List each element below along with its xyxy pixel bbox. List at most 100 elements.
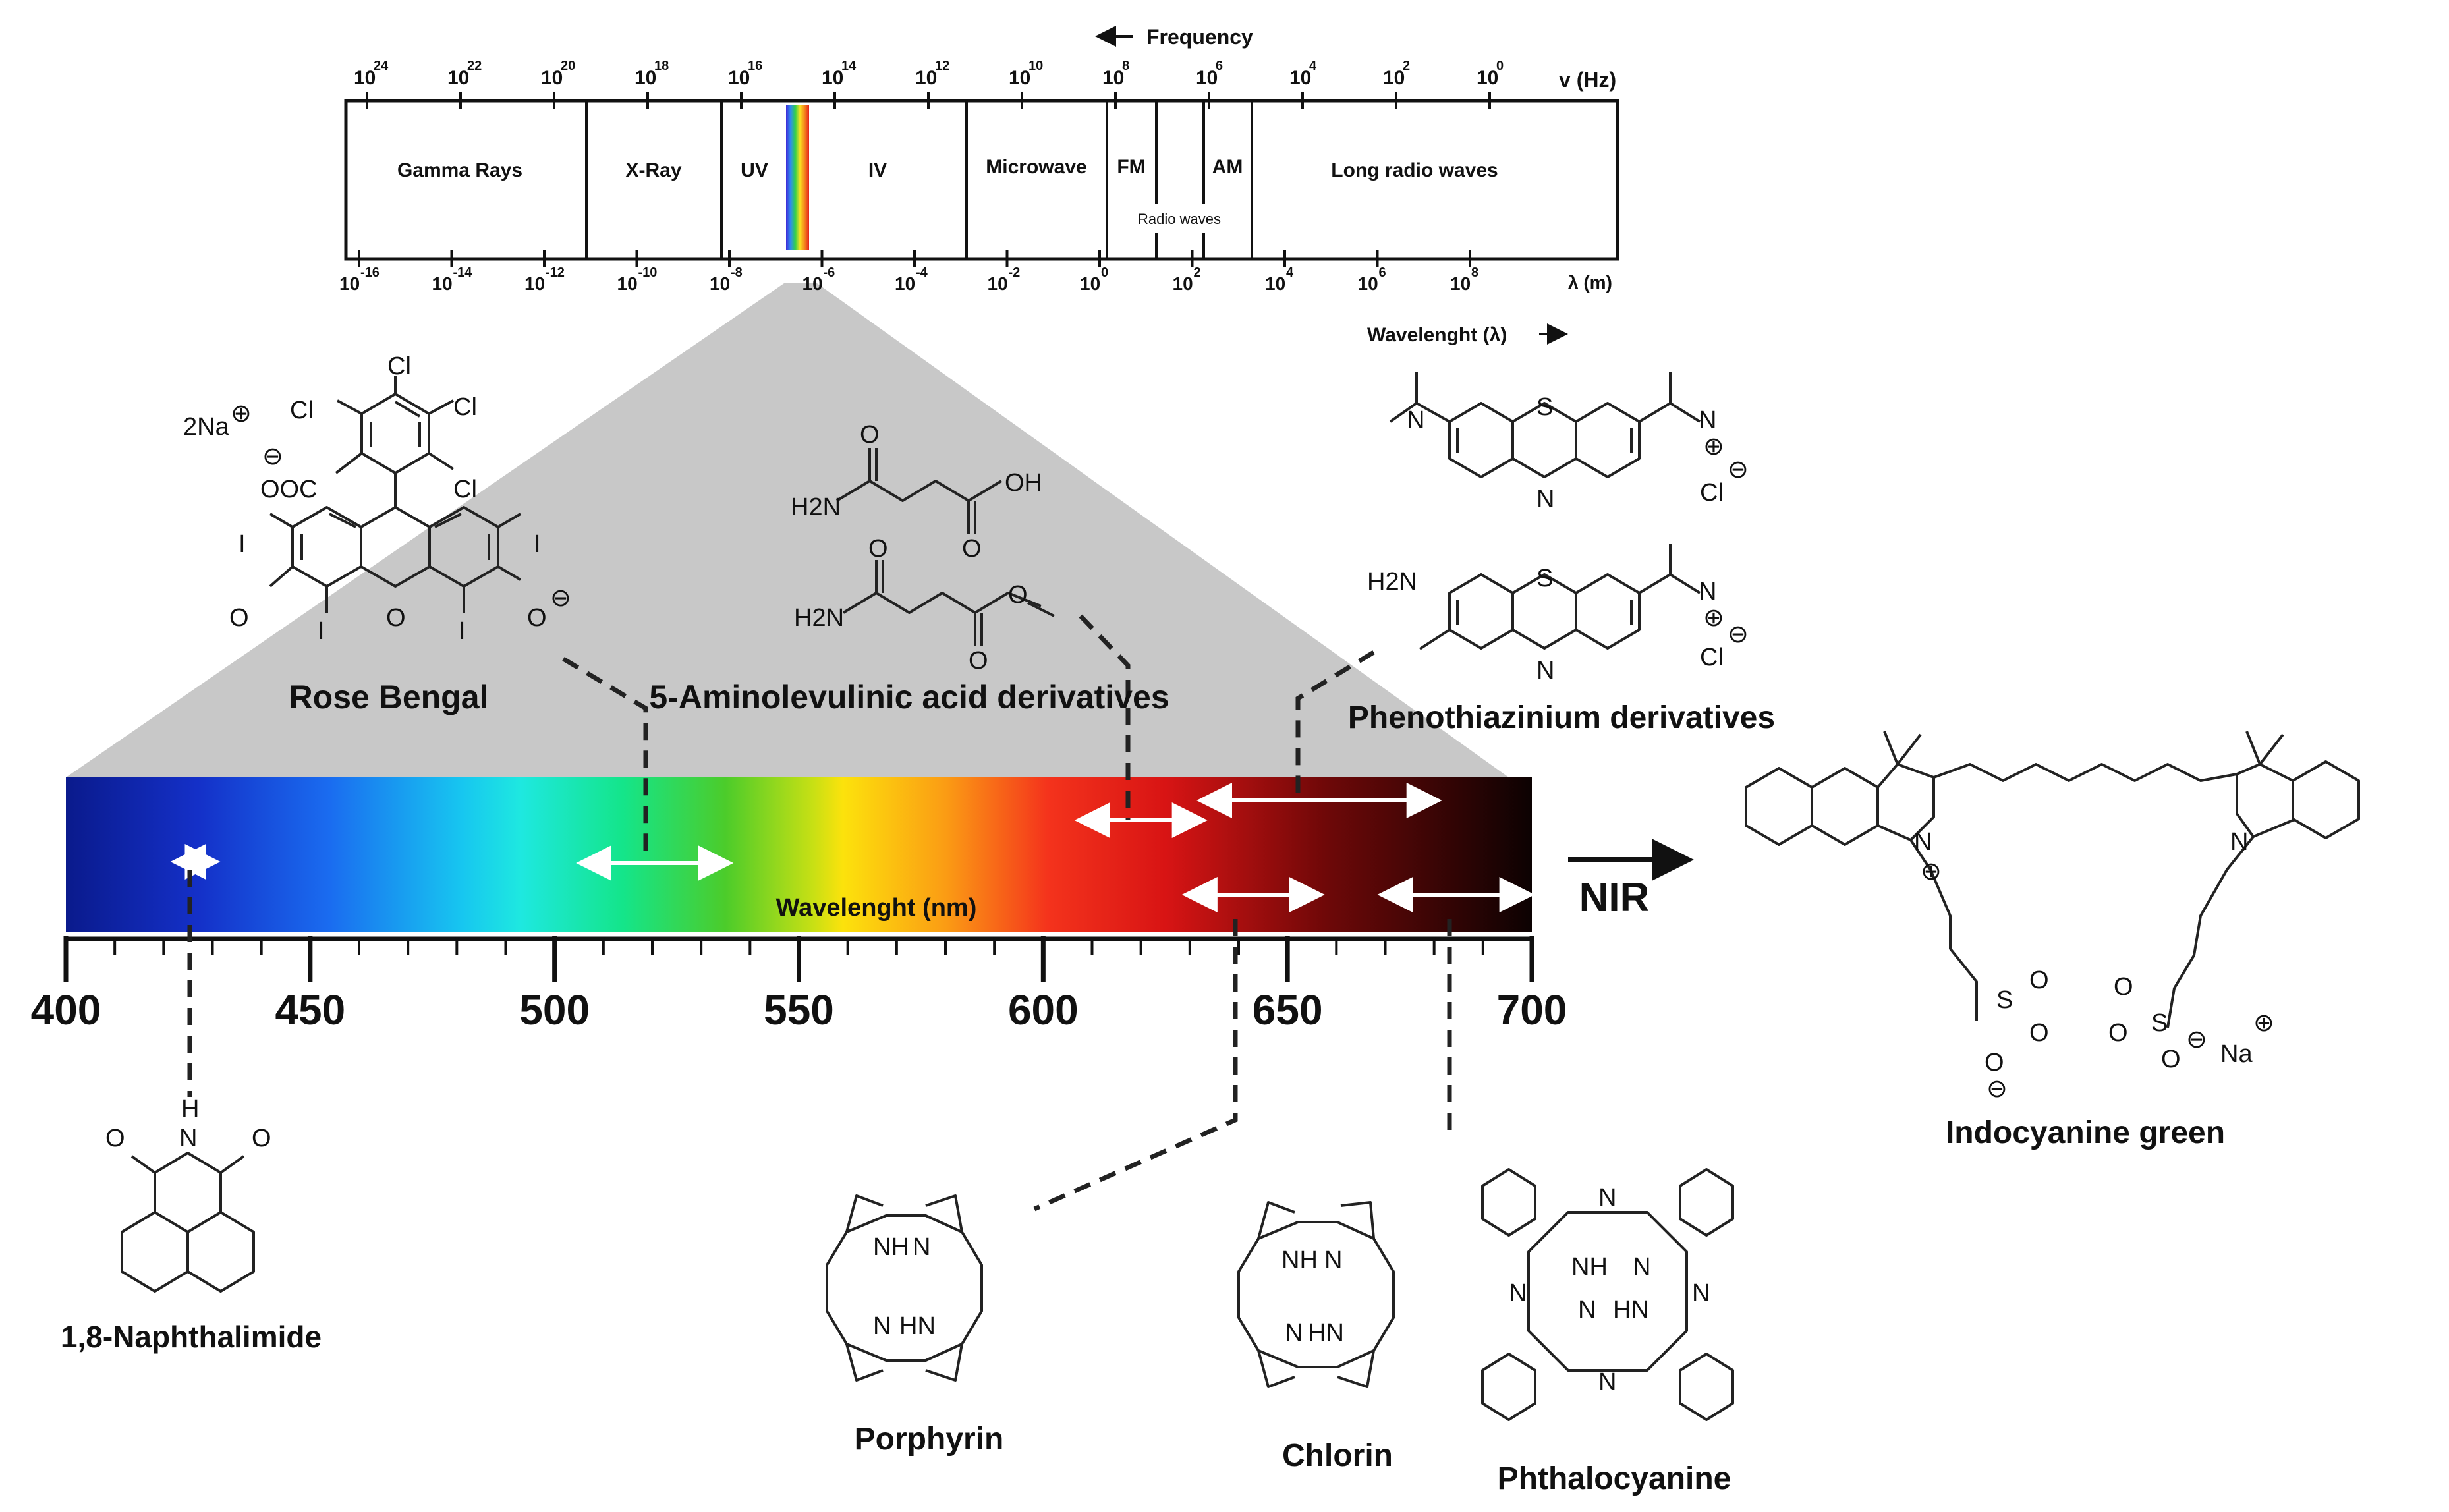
wavelength-tick-exponent: 0 <box>1101 266 1108 280</box>
nm-axis <box>63 936 1534 982</box>
svg-text:Cl: Cl <box>387 352 411 380</box>
svg-text:O: O <box>962 535 982 563</box>
svg-text:Cl: Cl <box>453 393 477 421</box>
svg-text:O: O <box>1985 1049 2004 1077</box>
svg-text:NIR: NIR <box>1579 875 1650 920</box>
visible-light-band <box>786 105 809 250</box>
wavelength-tick-label: 10 <box>524 273 545 294</box>
svg-text:N: N <box>873 1312 891 1340</box>
svg-text:O: O <box>860 421 880 449</box>
leader-lines <box>187 614 1452 1212</box>
svg-text:Frequency: Frequency <box>1146 25 1253 49</box>
region-am: AM <box>1212 156 1243 178</box>
phenothiazinium-1: S N N N ⊕ Cl ⊖ <box>1389 372 1749 513</box>
region-xray: X-Ray <box>625 159 681 181</box>
svg-text:O: O <box>868 535 888 563</box>
frequency-tick-label: 10 <box>541 67 563 89</box>
wavelength-tick-exponent: 8 <box>1471 266 1478 280</box>
svg-text:N: N <box>179 1125 197 1152</box>
svg-text:Na: Na <box>2220 1040 2253 1068</box>
frequency-unit: v (Hz) <box>1559 68 1616 92</box>
svg-text:H2N: H2N <box>1367 568 1417 596</box>
svg-text:N: N <box>1324 1246 1342 1274</box>
frequency-tick-label: 10 <box>1383 67 1405 89</box>
svg-text:O: O <box>527 604 547 632</box>
svg-text:⊕: ⊕ <box>231 400 252 428</box>
wavelength-tick-label: 10 <box>710 273 730 294</box>
svg-text:⊖: ⊖ <box>262 443 283 470</box>
svg-text:S: S <box>2151 1009 2168 1037</box>
frequency-tick-label: 10 <box>1102 67 1124 89</box>
svg-text:N: N <box>1509 1279 1527 1307</box>
svg-text:⊕: ⊕ <box>2253 1009 2274 1037</box>
svg-text:HN: HN <box>899 1312 936 1340</box>
wavelength-tick-exponent: 6 <box>1379 266 1386 280</box>
frequency-tick-exponent: 16 <box>748 59 762 73</box>
wavelength-tick-label: 10 <box>339 273 360 294</box>
porphyrin-structure: NH N N HN Porphyrin <box>826 1194 1003 1457</box>
svg-text:N: N <box>913 1233 930 1261</box>
svg-text:O: O <box>105 1125 125 1152</box>
region-long-radio: Long radio waves <box>1331 159 1498 181</box>
label-rose-bengal: Rose Bengal <box>289 679 489 715</box>
svg-text:O: O <box>252 1125 271 1152</box>
wavelength-tick-exponent: -12 <box>546 266 565 280</box>
svg-text:O: O <box>2029 966 2049 994</box>
label-ala: 5-Aminolevulinic acid derivatives <box>649 679 1169 715</box>
em-spectrum-panel: Frequency v (Hz) 10241022102010181016101… <box>339 25 1619 346</box>
nm-tick-label: 500 <box>519 986 590 1034</box>
wavelength-tick-exponent: -10 <box>638 266 658 280</box>
phthalocyanine-structure: NH N N HN N N N N Phthalocyanine <box>1481 1168 1734 1496</box>
svg-text:N: N <box>1914 828 1932 856</box>
frequency-label: Frequency <box>1095 25 1253 49</box>
wavelength-tick-exponent: -2 <box>1009 266 1021 280</box>
frequency-tick-exponent: 14 <box>841 59 857 73</box>
frequency-tick-exponent: 4 <box>1309 59 1317 73</box>
svg-text:2Na: 2Na <box>183 413 230 441</box>
wavelength-tick-label: 10 <box>1265 273 1285 294</box>
nm-tick-label: 600 <box>1008 986 1079 1034</box>
frequency-tick-exponent: 20 <box>561 59 575 73</box>
frequency-tick-label: 10 <box>634 67 656 89</box>
svg-text:N: N <box>1285 1319 1303 1347</box>
svg-text:OOC: OOC <box>260 476 318 503</box>
svg-text:HN: HN <box>1613 1296 1649 1324</box>
svg-text:N: N <box>1598 1368 1616 1396</box>
svg-text:O: O <box>229 604 249 632</box>
region-radio-waves: Radio waves <box>1138 211 1221 227</box>
frequency-tick-exponent: 0 <box>1496 59 1504 73</box>
svg-text:⊖: ⊖ <box>550 584 571 612</box>
svg-text:H: H <box>181 1095 199 1123</box>
absorption-range-arrows <box>170 783 1535 912</box>
wavelength-tick-label: 10 <box>895 273 915 294</box>
svg-text:⊕: ⊕ <box>1703 604 1724 632</box>
svg-text:N: N <box>1407 406 1424 434</box>
visible-bar-label: Wavelenght (nm) <box>776 894 977 922</box>
frequency-tick-label: 10 <box>447 67 469 89</box>
svg-text:⊖: ⊖ <box>1986 1075 2008 1103</box>
frequency-tick-label: 10 <box>822 67 843 89</box>
frequency-tick-label: 10 <box>354 67 376 89</box>
svg-text:I: I <box>239 530 246 558</box>
wavelength-tick-label: 10 <box>1173 273 1193 294</box>
nm-tick-label: 550 <box>764 986 834 1034</box>
region-microwave: Microwave <box>986 156 1086 178</box>
chlorin-structure: NH N N HN Chlorin <box>1237 1201 1395 1473</box>
label-phenothiazinium: Phenothiazinium derivatives <box>1348 700 1775 735</box>
svg-text:N: N <box>1578 1296 1596 1324</box>
frequency-tick-exponent: 10 <box>1028 59 1043 73</box>
svg-text:NH: NH <box>1281 1246 1318 1274</box>
svg-text:⊖: ⊖ <box>2186 1026 2207 1053</box>
wavelength-tick-label: 10 <box>432 273 453 294</box>
svg-text:Cl: Cl <box>453 476 477 503</box>
nm-tick-label: 450 <box>275 986 345 1034</box>
frequency-tick-label: 10 <box>728 67 750 89</box>
wavelength-tick-exponent: 4 <box>1286 266 1294 280</box>
frequency-tick-exponent: 22 <box>467 59 482 73</box>
naphthalimide-structure: H N O O 1,8-Naphthalimide <box>61 1095 322 1354</box>
region-gamma: Gamma Rays <box>397 159 522 181</box>
svg-text:O: O <box>1008 581 1028 609</box>
svg-text:N: N <box>1699 406 1716 434</box>
